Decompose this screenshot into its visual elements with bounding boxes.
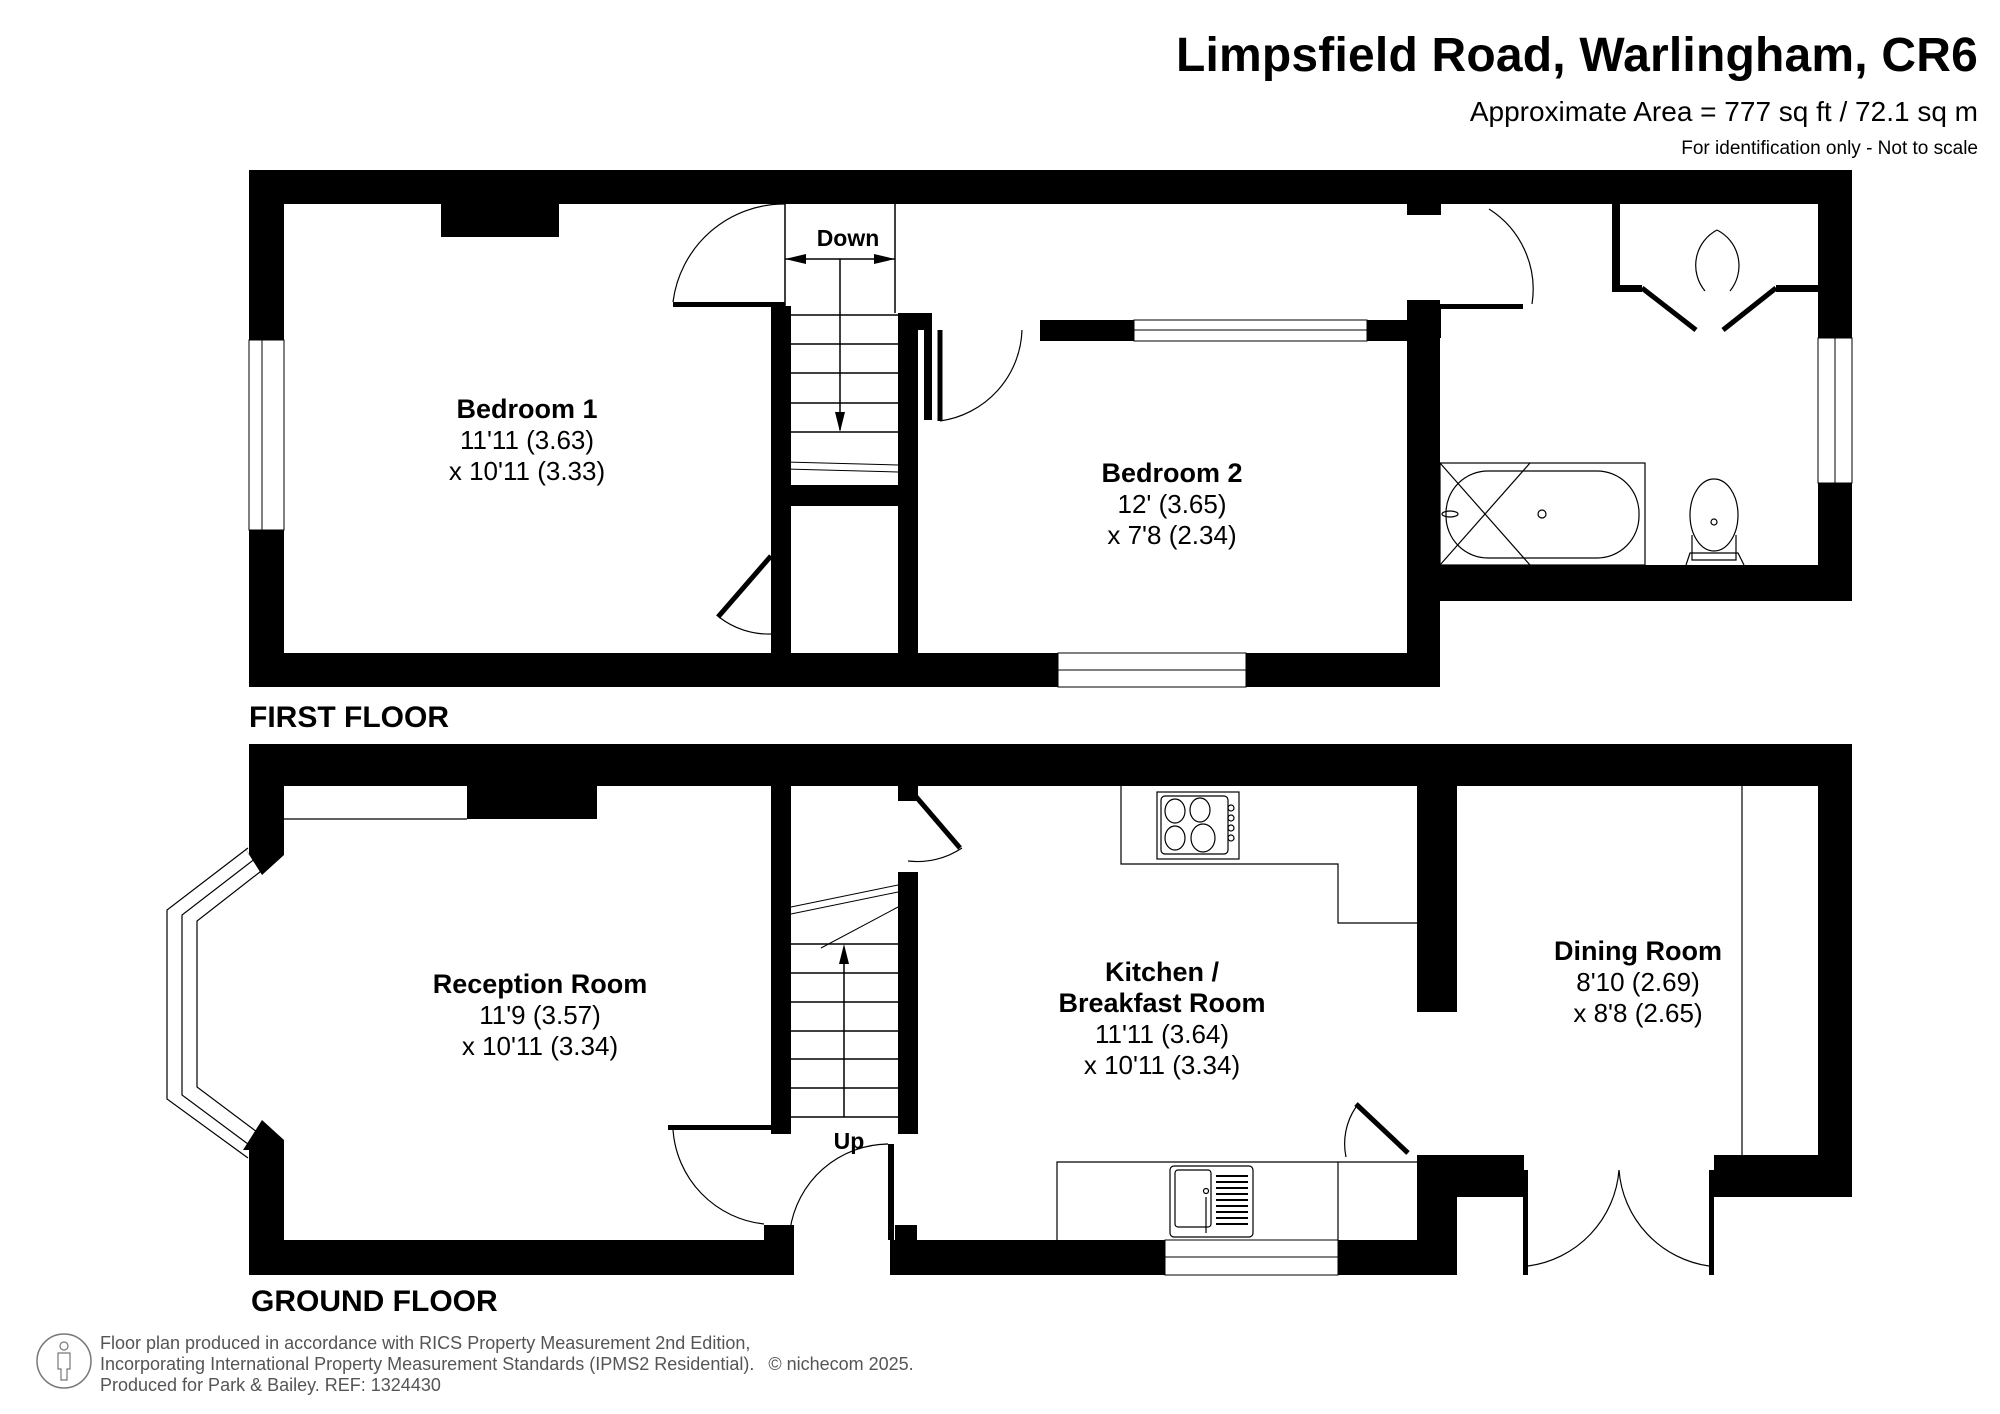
room-dimension: x 10'11 (3.34) [1083,1050,1241,1080]
room-name: Bedroom 1 [456,394,598,424]
footer-text: Floor plan produced in accordance with R… [100,1333,914,1396]
room-dimension: 12' (3.65) [1117,489,1227,519]
room-dimension: x 8'8 (2.65) [1573,998,1703,1028]
copyright-text: © nichecom 2025. [768,1354,914,1374]
property-title: Limpsfield Road, Warlingham, CR6 [1175,29,1978,82]
stairs-up-label: Up [833,1128,865,1154]
room-bedroom-1: Bedroom 1 11'11 (3.63) x 10'11 (3.33) [449,394,605,487]
disclaimer-note: For identification only - Not to scale [1681,138,1978,159]
ground-floor-plan [166,744,1852,1276]
footer-line-3: Produced for Park & Bailey. REF: 1324430 [100,1375,441,1395]
room-name: Reception Room [432,969,648,999]
room-name-line2: Breakfast Room [1058,988,1266,1018]
room-name: Dining Room [1554,936,1722,966]
first-floor-plan [248,170,1853,688]
room-dimension: 11'9 (3.57) [479,1000,601,1030]
room-name: Bedroom 2 [1101,458,1243,488]
room-dimension: 11'11 (3.63) [459,425,595,455]
room-name: Kitchen / [1104,957,1219,987]
room-dimension: x 10'11 (3.34) [461,1031,619,1061]
approximate-area: Approximate Area = 777 sq ft / 72.1 sq m [1469,96,1978,127]
footer-line-2: Incorporating International Property Mea… [100,1354,914,1374]
room-dimension: 11'11 (3.64) [1094,1019,1230,1049]
stairs-down-label: Down [816,225,880,251]
room-reception: Reception Room 11'9 (3.57) x 10'11 (3.34… [433,969,648,1062]
room-bedroom-2: Bedroom 2 12' (3.65) x 7'8 (2.34) [1101,458,1242,551]
ground-floor-label: GROUND FLOOR [251,1285,498,1318]
person-icon [36,1333,92,1389]
room-dining: Dining Room 8'10 (2.69) x 8'8 (2.65) [1554,936,1722,1029]
room-dimension: x 7'8 (2.34) [1107,520,1237,550]
footer-line-1: Floor plan produced in accordance with R… [100,1333,751,1353]
first-floor-label: FIRST FLOOR [249,701,449,734]
room-dimension: 8'10 (2.69) [1576,967,1700,997]
room-kitchen-breakfast: Kitchen / Breakfast Room 11'11 (3.64) x … [1058,957,1265,1081]
room-dimension: x 10'11 (3.33) [448,456,606,486]
